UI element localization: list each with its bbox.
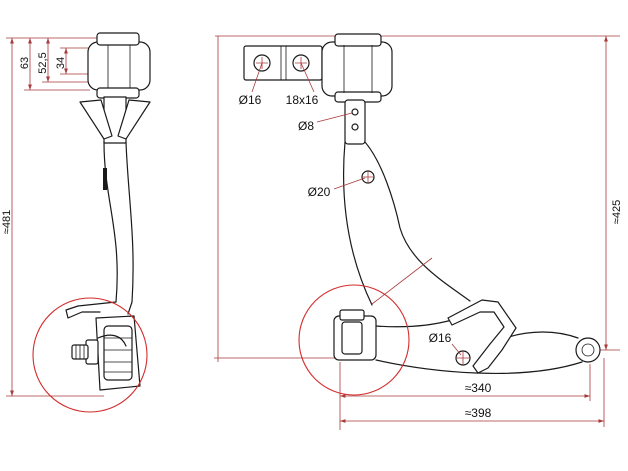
label-overall-height: ≈425	[611, 200, 623, 224]
top-view-ball-joint-inner	[581, 343, 595, 357]
label-bushing-63: 63	[19, 57, 31, 69]
top-view: ≈425 Ø16 18x16 Ø8	[214, 33, 623, 430]
small-hole-upper	[351, 108, 359, 116]
top-view-front-bracket	[243, 45, 323, 81]
top-view-ball-joint	[575, 337, 601, 363]
arm-right-edge	[125, 141, 134, 303]
label-overall-length: ≈481	[1, 210, 13, 234]
lower-bushing-cap	[339, 309, 365, 321]
top-bushing-top-cap	[334, 33, 382, 47]
label-middle-hole: Ø20	[308, 185, 331, 199]
ball-joint-threads	[75, 345, 85, 359]
bracket-flange-right	[117, 99, 151, 140]
middle-hole-center-mark	[362, 171, 374, 183]
lower-bracket-hook	[65, 301, 133, 319]
top-view-small-tab	[344, 99, 366, 145]
side-view-highlight-circle	[32, 297, 148, 413]
leader-bracket-hole-slot	[300, 62, 315, 93]
top-bushing-body	[321, 41, 393, 97]
top-view-arm	[343, 141, 583, 374]
top-view-lower-bushing	[333, 309, 377, 361]
top-bushing-sleeve-lines	[343, 45, 373, 93]
highlight-leader-line	[371, 257, 433, 305]
label-span-outer: ≈398	[465, 406, 492, 420]
label-bushing-52-5: 52,5	[37, 52, 49, 73]
leader-middle-hole	[333, 177, 366, 190]
label-small-hole: Ø8	[298, 119, 314, 133]
arm-left-edge	[103, 141, 118, 303]
label-bushing-34: 34	[55, 57, 67, 69]
leader-bracket-hole-round	[251, 62, 263, 93]
arm-bottom-edge	[375, 359, 583, 374]
leader-lower-hole	[451, 343, 462, 356]
bushing-sleeve-lines	[107, 45, 131, 88]
label-bracket-hole-round: Ø16	[239, 93, 262, 107]
top-view-clamp-bracket	[447, 299, 517, 374]
top-view-extension-lines	[214, 35, 620, 430]
arm-inner-curve-edge	[364, 141, 471, 302]
arm-outer-left-edge	[343, 141, 373, 306]
bushing-body	[87, 41, 151, 91]
lower-bushing-sleeve	[341, 321, 363, 355]
arm-rib-mark	[103, 168, 107, 190]
label-span-inner: ≈340	[465, 381, 492, 395]
leader-small-hole	[316, 112, 353, 123]
side-view-bracket	[79, 96, 151, 144]
small-hole-lower	[351, 123, 359, 131]
side-view-arm	[103, 141, 134, 303]
side-view: ≈481 63 52,5 34	[1, 32, 151, 413]
side-view-bushing	[87, 32, 151, 99]
top-view-bushing	[321, 33, 393, 103]
bushing-top-cap	[96, 32, 140, 46]
arm-inner-lower-edge	[375, 319, 453, 328]
front-bracket-divider	[280, 46, 287, 80]
side-view-ball-joint	[65, 301, 141, 391]
ball-joint-boot	[97, 334, 127, 347]
ball-joint-housing	[103, 325, 133, 381]
bracket-flange-left	[79, 99, 113, 140]
label-lower-hole: Ø16	[429, 331, 452, 345]
arm-upper-edge	[504, 331, 579, 339]
lower-hole-center-mark	[456, 351, 470, 365]
label-bracket-hole-slot: 18x16	[286, 93, 319, 107]
small-tab	[344, 99, 366, 145]
ball-joint-ribs	[104, 337, 132, 373]
